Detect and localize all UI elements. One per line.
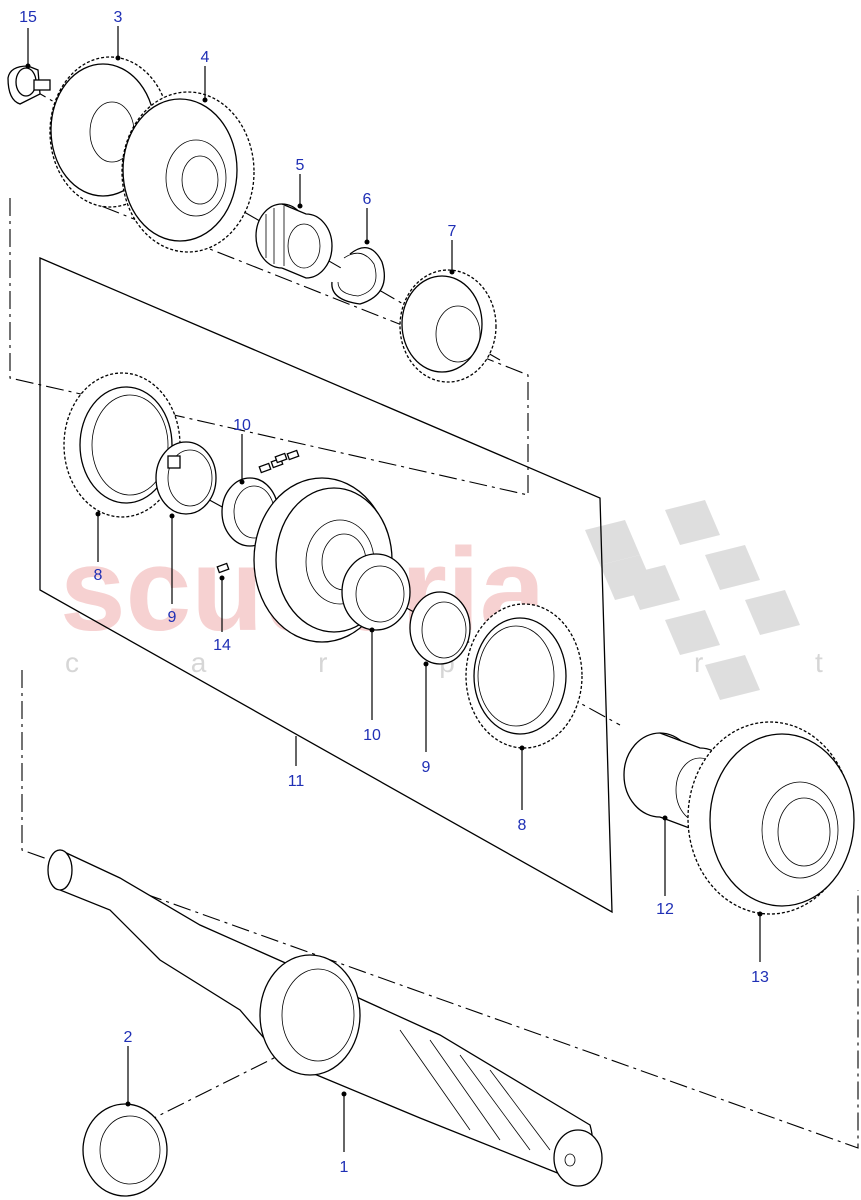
lower-dash-box (21, 670, 859, 1149)
part-15-plug (7, 65, 51, 105)
callout-13: 13 (751, 969, 769, 986)
part-14-keys (216, 449, 300, 574)
part-9-cone-lower (409, 591, 471, 665)
part-10-ring-lower (341, 553, 411, 631)
callout-14: 14 (213, 637, 231, 654)
callout-10-upper: 10 (233, 417, 251, 434)
watermark: scuderia c a r p a r t s (60, 500, 861, 700)
callout-2: 2 (124, 1029, 133, 1046)
callout-9-lower: 9 (422, 759, 431, 776)
part-6-circlip (331, 246, 386, 305)
part-9-cone-upper (155, 441, 217, 515)
callout-15: 15 (19, 9, 37, 26)
callout-1: 1 (340, 1159, 349, 1176)
part-4-gear (121, 91, 255, 253)
callout-7: 7 (448, 223, 457, 240)
callout-8-upper: 8 (94, 567, 103, 584)
part-2-bearing (82, 1103, 168, 1197)
callout-6: 6 (363, 191, 372, 208)
part-5-needle-bearing (255, 203, 333, 279)
part-8-synchro-ring-lower (465, 603, 583, 749)
callout-8-lower: 8 (518, 817, 527, 834)
callout-3: 3 (114, 9, 123, 26)
callout-labels: 15 3 4 5 6 7 10 8 9 14 10 9 8 11 12 13 2… (19, 9, 769, 1176)
callout-10-lower: 10 (363, 727, 381, 744)
part-7-gear (399, 269, 497, 383)
callout-11: 11 (288, 773, 305, 790)
callout-4: 4 (201, 49, 210, 66)
callout-12: 12 (656, 901, 674, 918)
part-13-gear (687, 721, 855, 915)
part-1-main-shaft (47, 849, 603, 1187)
leader-lines (25, 26, 763, 1152)
assembly-group-boxes (9, 198, 859, 1149)
part-8-synchro-ring-upper (63, 372, 181, 518)
callout-9-upper: 9 (168, 609, 177, 626)
checkered-flag-logo (585, 500, 800, 700)
synchro-assembly-box (39, 257, 613, 914)
callout-5: 5 (296, 157, 305, 174)
